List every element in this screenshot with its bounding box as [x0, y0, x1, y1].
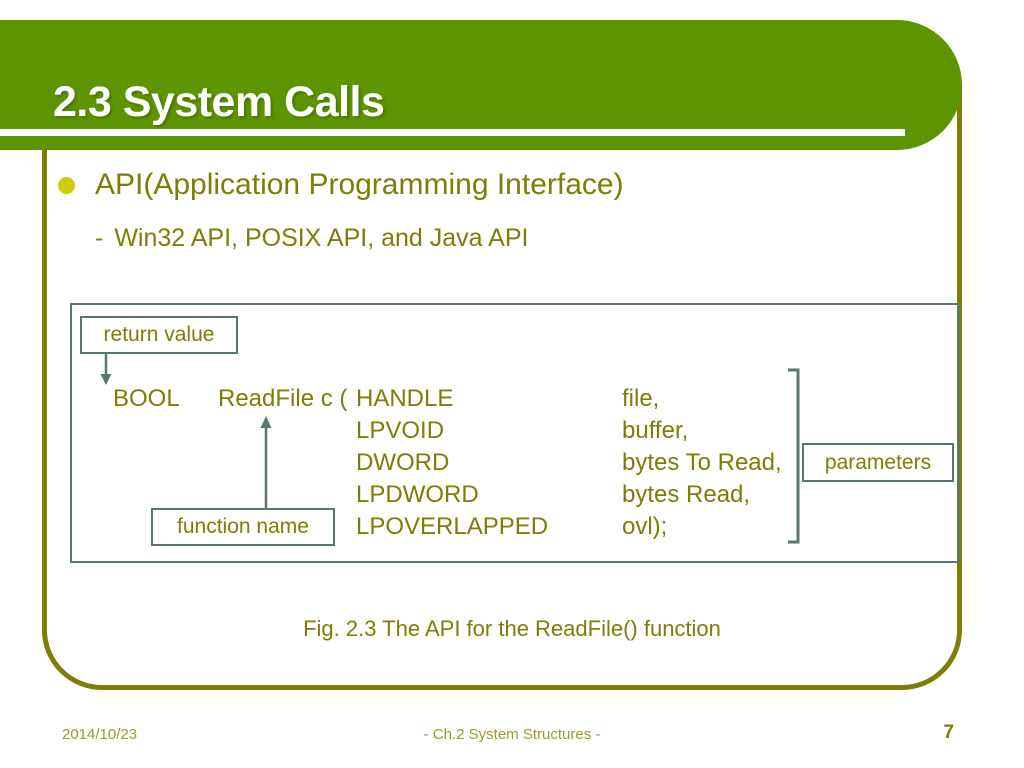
figure-caption: Fig. 2.3 The API for the ReadFile() func… [303, 616, 721, 641]
left-accent-stem [42, 148, 47, 588]
label-box-parameters-text: parameters [824, 450, 932, 474]
parameters-bracket-icon [788, 368, 800, 544]
param-name-2: bytes To Read, [622, 449, 782, 476]
arrow-up-icon [260, 416, 272, 510]
param-type-1: LPVOID [356, 417, 445, 444]
footer-chapter: - Ch.2 System Structures - [423, 726, 601, 743]
footer-page-number: 7 [943, 722, 954, 743]
dash-icon: - [95, 224, 104, 252]
title-banner: 2.3 System Calls [0, 20, 962, 150]
signature-function-name: ReadFile c ( [218, 385, 348, 412]
arrow-down-icon [100, 352, 112, 385]
label-box-parameters: parameters [802, 443, 954, 482]
param-type-4: LPOVERLAPPED [356, 513, 549, 540]
page-title: 2.3 System Calls [53, 78, 385, 126]
frame-top-mask [0, 0, 1024, 20]
label-box-return-value-text: return value [103, 323, 215, 346]
signature-return-type: BOOL [113, 385, 180, 412]
param-type-2: DWORD [356, 449, 450, 476]
param-type-0: HANDLE [356, 385, 454, 412]
param-name-4: ovl); [622, 513, 668, 540]
param-type-3: LPDWORD [356, 481, 479, 508]
param-name-0: file, [622, 385, 660, 412]
footer-date: 2014/10/23 [62, 726, 138, 743]
bullet-dot-icon [58, 176, 75, 194]
title-underline [0, 129, 905, 136]
param-name-3: bytes Read, [622, 481, 751, 508]
bullet-label: API(Application Programming Interface) [95, 168, 624, 201]
sub-bullet-item-apis: - Win32 API, POSIX API, and Java API [95, 224, 528, 253]
label-box-return-value: return value [80, 316, 238, 354]
sub-bullet-label: Win32 API, POSIX API, and Java API [114, 224, 529, 252]
param-name-1: buffer, [622, 417, 689, 444]
label-box-function-name: function name [151, 508, 335, 546]
label-box-function-name-text: function name [177, 515, 309, 538]
diagram-container [70, 303, 960, 563]
bullet-item-api: API(Application Programming Interface) [58, 170, 624, 200]
